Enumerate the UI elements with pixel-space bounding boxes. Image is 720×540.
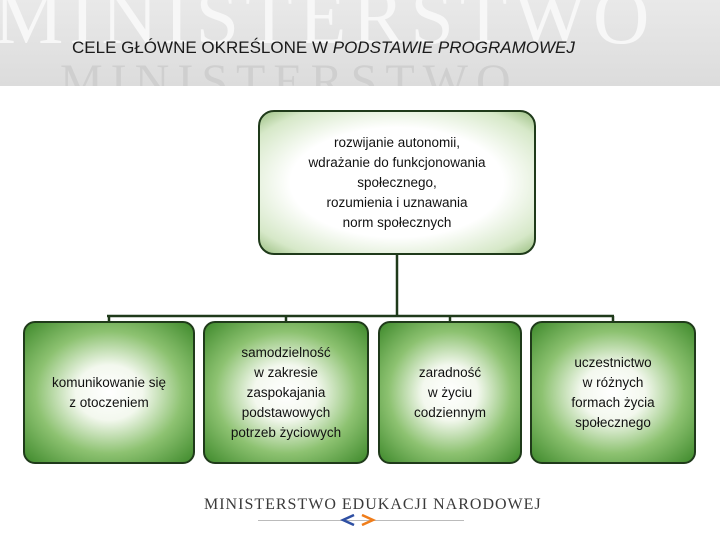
watermark-text: MINISTERSTWO: [0, 0, 656, 60]
ministry-logo-icon: [340, 514, 377, 526]
watermark-text-secondary: MINISTERSTWO: [60, 55, 519, 87]
child-goal-box-resourcefulness: zaradność w życiu codziennym: [378, 321, 522, 464]
root-goal-text: rozwijanie autonomii, wdrażanie do funkc…: [308, 133, 485, 233]
child-3-line-3: codziennym: [413, 404, 487, 420]
child-goal-text: uczestnictwo w różnych formach życia spo…: [571, 353, 654, 433]
child-2-line-4: podstawowych: [241, 404, 331, 420]
page-title: CELE GŁÓWNE OKREŚLONE W PODSTAWIE PROGRA…: [72, 38, 575, 58]
child-4-line-1: uczestnictwo: [574, 354, 652, 370]
child-goal-text: komunikowanie się z otoczeniem: [52, 373, 166, 413]
child-4-line-2: w różnych: [582, 374, 644, 390]
child-goal-text: samodzielność w zakresie zaspokajania po…: [231, 343, 341, 443]
root-line-3: społecznego,: [357, 174, 437, 190]
child-goal-box-independence: samodzielność w zakresie zaspokajania po…: [203, 321, 369, 464]
root-line-4: rozumienia i uznawania: [326, 194, 468, 210]
child-2-line-3: zaspokajania: [246, 384, 326, 400]
header-banner: MINISTERSTWO MINISTERSTWO CELE GŁÓWNE OK…: [0, 0, 720, 86]
root-line-1: rozwijanie autonomii,: [333, 134, 461, 150]
child-1-line-2: z otoczeniem: [69, 394, 149, 410]
child-goal-text: zaradność w życiu codziennym: [414, 363, 486, 423]
child-goal-box-participation: uczestnictwo w różnych formach życia spo…: [530, 321, 696, 464]
child-4-line-3: formach życia: [571, 394, 655, 410]
child-goal-box-communication: komunikowanie się z otoczeniem: [23, 321, 195, 464]
child-2-line-2: w zakresie: [254, 364, 318, 380]
root-line-5: norm społecznych: [342, 214, 452, 230]
title-italic: PODSTAWIE PROGRAMOWEJ: [332, 38, 575, 57]
footer-divider: [258, 520, 464, 521]
child-3-line-2: w życiu: [427, 384, 473, 400]
title-main: CELE GŁÓWNE OKREŚLONE W: [72, 38, 333, 57]
child-4-line-4: społecznego: [575, 414, 651, 430]
ministry-name: MINISTERSTWO EDUKACJI NARODOWEJ: [204, 496, 542, 513]
child-2-line-5: potrzeb życiowych: [230, 424, 342, 440]
child-3-line-1: zaradność: [418, 364, 482, 380]
root-line-2: wdrażanie do funkcjonowania: [308, 154, 486, 170]
root-goal-box: rozwijanie autonomii, wdrażanie do funkc…: [258, 110, 536, 255]
child-1-line-1: komunikowanie się: [51, 374, 167, 390]
child-2-line-1: samodzielność: [241, 344, 331, 360]
